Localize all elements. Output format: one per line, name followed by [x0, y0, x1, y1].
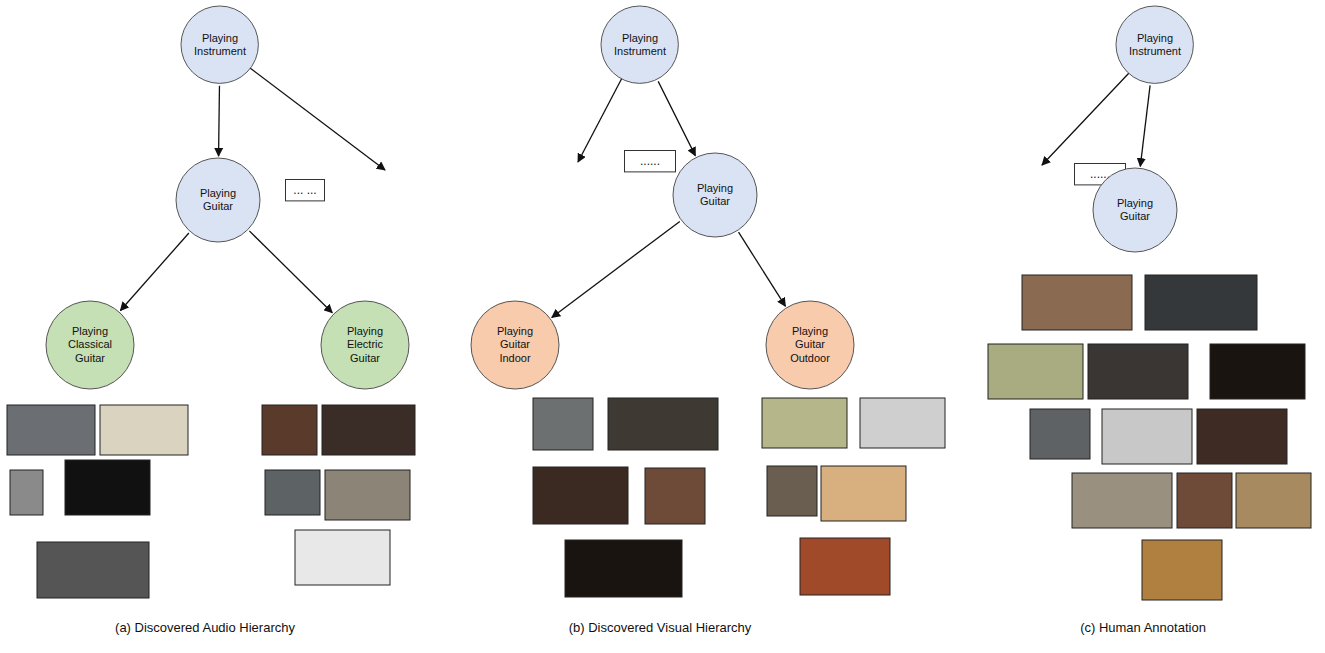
photo	[1088, 344, 1188, 399]
photo	[1236, 473, 1311, 528]
photo	[10, 470, 43, 515]
hierarchy-arrow	[249, 231, 332, 313]
panel-caption: (c) Human Annotation	[1080, 620, 1206, 635]
photo	[322, 405, 415, 455]
photo	[821, 466, 906, 521]
node-label: ... ...	[293, 183, 316, 197]
hierarchy-arrow	[1140, 85, 1150, 166]
hierarchy-arrow	[120, 233, 188, 311]
node-label: Playing Electric Guitar	[334, 325, 396, 365]
hierarchy-arrow	[218, 86, 220, 156]
ellipsis-box: ......	[624, 150, 676, 172]
photo	[1197, 409, 1287, 464]
node-label: ......	[640, 154, 660, 168]
photo	[762, 398, 847, 448]
node-label: Playing Guitar Indoor	[484, 325, 546, 365]
photo	[1072, 473, 1172, 528]
node-label: Playing Classical Guitar	[59, 325, 121, 365]
photo	[1022, 275, 1132, 330]
photo	[860, 398, 945, 448]
photo	[1145, 275, 1257, 330]
photo	[988, 344, 1083, 399]
photo	[325, 470, 410, 520]
visual-subcategory-circle: Playing Guitar Indoor	[470, 300, 560, 390]
photo	[767, 466, 817, 516]
node-label: Playing Guitar	[187, 187, 249, 213]
node-label: Playing Guitar	[684, 182, 746, 208]
photo	[608, 398, 718, 450]
node-label: Playing Guitar Outdoor	[779, 325, 841, 365]
photo	[7, 405, 95, 455]
photo	[65, 460, 150, 515]
category-circle: Playing Guitar	[175, 157, 261, 243]
category-circle: Playing Instrument	[180, 5, 259, 84]
photo	[533, 398, 593, 450]
hierarchy-arrow	[658, 81, 695, 155]
photo	[37, 542, 149, 598]
photo	[800, 538, 890, 595]
photo	[100, 405, 188, 455]
visual-subcategory-circle: Playing Guitar Outdoor	[765, 300, 855, 390]
category-circle: Playing Instrument	[1115, 5, 1194, 84]
photo	[262, 405, 317, 455]
ellipsis-box: ... ...	[285, 179, 325, 201]
photo-thumbnails	[7, 275, 1311, 600]
photo	[1102, 409, 1192, 464]
hierarchy-arrow	[739, 232, 786, 306]
photo	[533, 467, 628, 524]
dangling-arrows	[250, 68, 1129, 170]
node-label: Playing Instrument	[189, 32, 251, 58]
photo	[1177, 473, 1232, 528]
hierarchy-arrow	[552, 221, 680, 317]
category-circle: Playing Guitar	[1092, 167, 1178, 253]
node-label: Playing Guitar	[1104, 197, 1166, 223]
node-label: Playing Instrument	[1124, 32, 1186, 58]
photo	[645, 468, 705, 524]
category-circle: Playing Instrument	[600, 5, 679, 84]
panel-caption: (a) Discovered Audio Hierarchy	[115, 620, 295, 635]
photo	[1210, 344, 1305, 399]
dangling-arrow	[578, 78, 622, 162]
dangling-arrow	[250, 68, 385, 170]
dangling-arrow	[1042, 73, 1129, 165]
photo	[265, 470, 320, 515]
photo	[1030, 409, 1090, 459]
panel-caption: (b) Discovered Visual Hierarchy	[569, 620, 752, 635]
node-label: Playing Instrument	[609, 32, 671, 58]
photo	[565, 540, 682, 597]
photo	[1142, 540, 1222, 600]
audio-subcategory-circle: Playing Electric Guitar	[320, 300, 410, 390]
photo	[295, 530, 390, 585]
audio-subcategory-circle: Playing Classical Guitar	[45, 300, 135, 390]
category-circle: Playing Guitar	[672, 152, 758, 238]
